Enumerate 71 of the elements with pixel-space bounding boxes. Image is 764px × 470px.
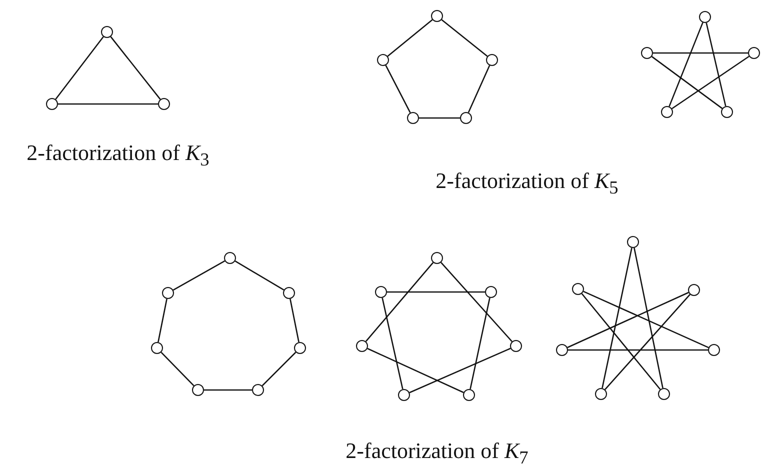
- graph-edge: [706, 22, 726, 106]
- vertex-circle: [192, 384, 204, 396]
- vertex-circle: [510, 340, 522, 352]
- graph-edge: [672, 56, 750, 110]
- vertex-circle: [627, 236, 639, 248]
- graph-edge: [382, 298, 404, 390]
- graph-edge: [365, 262, 434, 342]
- graph-edge: [634, 248, 664, 388]
- vertex-circle: [224, 252, 236, 264]
- vertex-circle: [661, 106, 673, 118]
- vertex-circle: [158, 98, 170, 110]
- graph-edge: [58, 103, 158, 105]
- graph-edge: [440, 262, 512, 342]
- graph-edge: [387, 291, 485, 293]
- graph-edge: [441, 19, 488, 57]
- vertex-circle: [294, 342, 306, 354]
- graph-edge: [172, 260, 226, 291]
- graph-edge: [110, 36, 161, 100]
- graph-edge: [204, 389, 252, 391]
- vertex-circle: [356, 340, 368, 352]
- vertex-circle: [101, 26, 113, 38]
- vertex-circle: [398, 389, 410, 401]
- vertex-circle: [556, 344, 568, 356]
- graph-edge: [604, 294, 690, 390]
- vertex-circle: [375, 286, 387, 298]
- graph-edge: [668, 22, 704, 107]
- graph-edge: [653, 52, 748, 54]
- vertex-circle: [46, 98, 58, 110]
- vertex-circle: [485, 286, 497, 298]
- vertex-circle: [721, 106, 733, 118]
- vertex-circle: [431, 10, 443, 22]
- vertex-circle: [162, 287, 174, 299]
- graph-edge: [158, 298, 168, 342]
- vertex-circle: [460, 112, 472, 124]
- vertex-circle: [377, 54, 389, 66]
- vertex-circle: [688, 284, 700, 296]
- vertex-circle: [658, 388, 670, 400]
- graph-edge: [160, 352, 194, 386]
- vertex-circle: [486, 54, 498, 66]
- graph-edge: [651, 56, 723, 109]
- graph-edge: [568, 349, 708, 351]
- graph-edge: [367, 348, 464, 394]
- graph-edge: [602, 248, 632, 388]
- vertex-circle: [407, 112, 419, 124]
- graph-edge: [470, 298, 490, 390]
- graph-edge: [385, 65, 411, 113]
- vertex-circle: [463, 389, 475, 401]
- vertex-circle: [595, 388, 607, 400]
- graph-caption: 2-factorization of K$_{7}$: [346, 438, 528, 468]
- graph-edge: [409, 348, 511, 394]
- graph-edge: [234, 260, 284, 290]
- vertex-circle: [699, 11, 711, 23]
- vertex-circle: [572, 283, 584, 295]
- vertex-circle: [641, 47, 653, 59]
- graph-edge: [567, 292, 689, 348]
- graph-edge: [290, 298, 300, 342]
- graph-edge: [387, 19, 433, 57]
- vertex-circle: [151, 342, 163, 354]
- graph-edge: [581, 293, 661, 390]
- vertex-circle: [708, 344, 720, 356]
- graph-edge: [468, 65, 490, 113]
- vertex-circle: [252, 384, 264, 396]
- graph-caption: 2-factorization of K$_{5}$: [436, 168, 618, 198]
- graph-caption: 2-factorization of K$_{3}$: [26, 140, 210, 170]
- graph-edge: [55, 36, 104, 100]
- vertex-circle: [431, 252, 443, 264]
- vertex-circle: [748, 47, 760, 59]
- graph-edge: [419, 117, 460, 119]
- graph-edge: [262, 352, 296, 386]
- vertex-circle: [283, 287, 295, 299]
- graph-edge: [583, 290, 709, 348]
